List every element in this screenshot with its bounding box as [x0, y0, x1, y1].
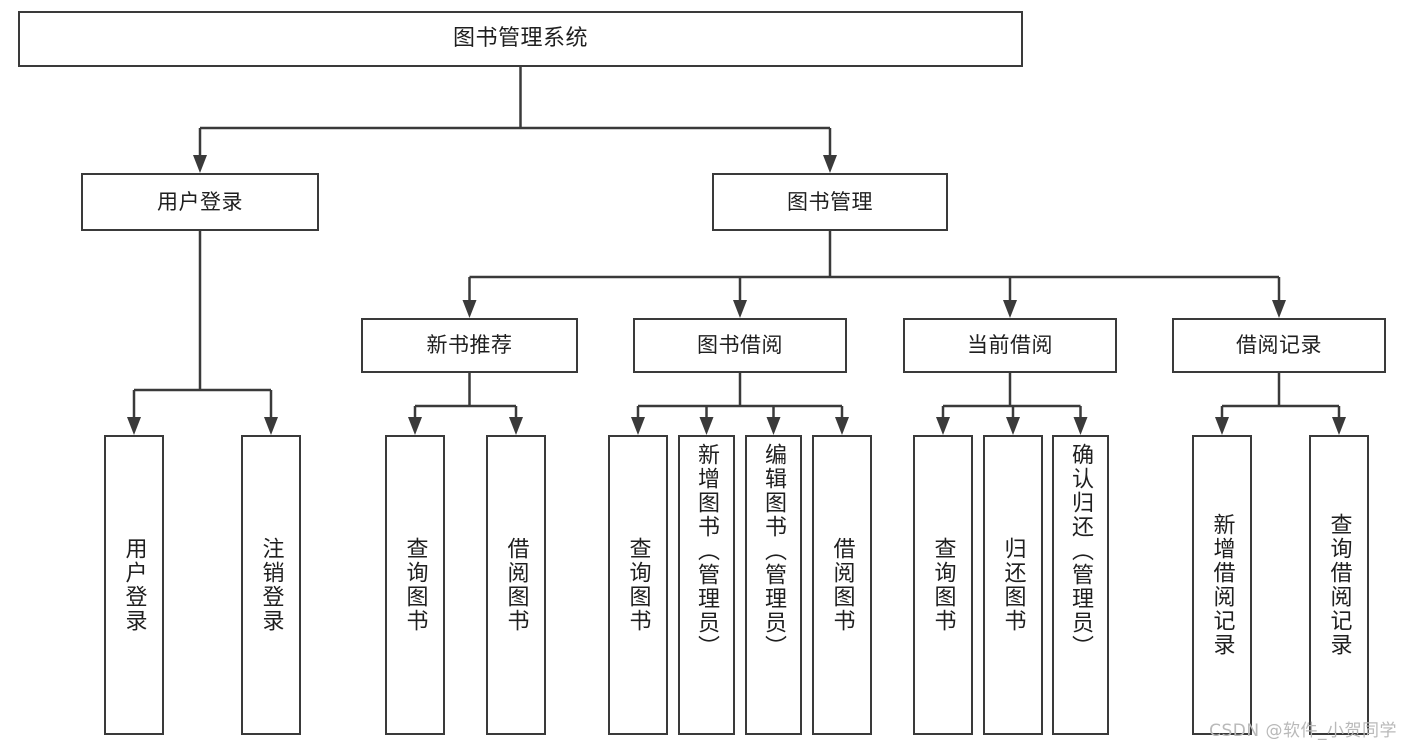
leaf-borrow-book-recommend[interactable]: 借阅图书 [486, 435, 546, 735]
watermark: CSDN @软件_小贺同学 [1209, 721, 1397, 741]
node-user-login[interactable]: 用户登录 [81, 173, 319, 231]
node-book-borrow[interactable]: 图书借阅 [633, 318, 847, 373]
leaf-return-book-label: 归还图书 [1000, 537, 1026, 633]
leaf-return-book[interactable]: 归还图书 [983, 435, 1043, 735]
node-book-borrow-label: 图书借阅 [697, 333, 783, 358]
node-book-management[interactable]: 图书管理 [712, 173, 948, 231]
leaf-query-book-current[interactable]: 查询图书 [913, 435, 973, 735]
leaf-borrow-book-label: 借阅图书 [829, 537, 855, 633]
node-new-book-recommend-label: 新书推荐 [426, 333, 513, 358]
leaf-borrow-book-recommend-label: 借阅图书 [503, 537, 529, 633]
leaf-user-login[interactable]: 用户登录 [104, 435, 164, 735]
leaf-query-book-recommend[interactable]: 查询图书 [385, 435, 445, 735]
leaf-query-book-label: 查询图书 [625, 537, 651, 633]
node-root-label: 图书管理系统 [452, 26, 588, 52]
node-book-management-label: 图书管理 [787, 189, 873, 214]
leaf-add-borrow-record-label: 新增借阅记录 [1209, 513, 1235, 657]
leaf-query-book-recommend-label: 查询图书 [402, 537, 428, 633]
leaf-logout-login-label: 注销登录 [258, 537, 284, 633]
node-current-borrow[interactable]: 当前借阅 [903, 318, 1117, 373]
leaf-query-borrow-record-label: 查询借阅记录 [1326, 513, 1352, 657]
leaf-confirm-return-admin-label: 确认归还（管理员） [1068, 443, 1094, 659]
leaf-query-borrow-record[interactable]: 查询借阅记录 [1309, 435, 1369, 735]
leaf-add-book-admin-label: 新增图书（管理员） [694, 443, 720, 659]
leaf-query-book[interactable]: 查询图书 [608, 435, 668, 735]
leaf-add-borrow-record[interactable]: 新增借阅记录 [1192, 435, 1252, 735]
leaf-confirm-return-admin[interactable]: 确认归还（管理员） [1052, 435, 1109, 735]
leaf-logout-login[interactable]: 注销登录 [241, 435, 301, 735]
leaf-query-book-current-label: 查询图书 [930, 537, 956, 633]
leaf-edit-book-admin-label: 编辑图书（管理员） [761, 443, 787, 659]
leaf-borrow-book[interactable]: 借阅图书 [812, 435, 872, 735]
leaf-edit-book-admin[interactable]: 编辑图书（管理员） [745, 435, 802, 735]
node-root[interactable]: 图书管理系统 [18, 11, 1023, 67]
node-current-borrow-label: 当前借阅 [967, 333, 1053, 358]
node-user-login-label: 用户登录 [157, 189, 243, 214]
node-borrow-records[interactable]: 借阅记录 [1172, 318, 1386, 373]
leaf-add-book-admin[interactable]: 新增图书（管理员） [678, 435, 735, 735]
node-borrow-records-label: 借阅记录 [1236, 333, 1322, 358]
node-new-book-recommend[interactable]: 新书推荐 [361, 318, 578, 373]
leaf-user-login-label: 用户登录 [121, 537, 147, 633]
